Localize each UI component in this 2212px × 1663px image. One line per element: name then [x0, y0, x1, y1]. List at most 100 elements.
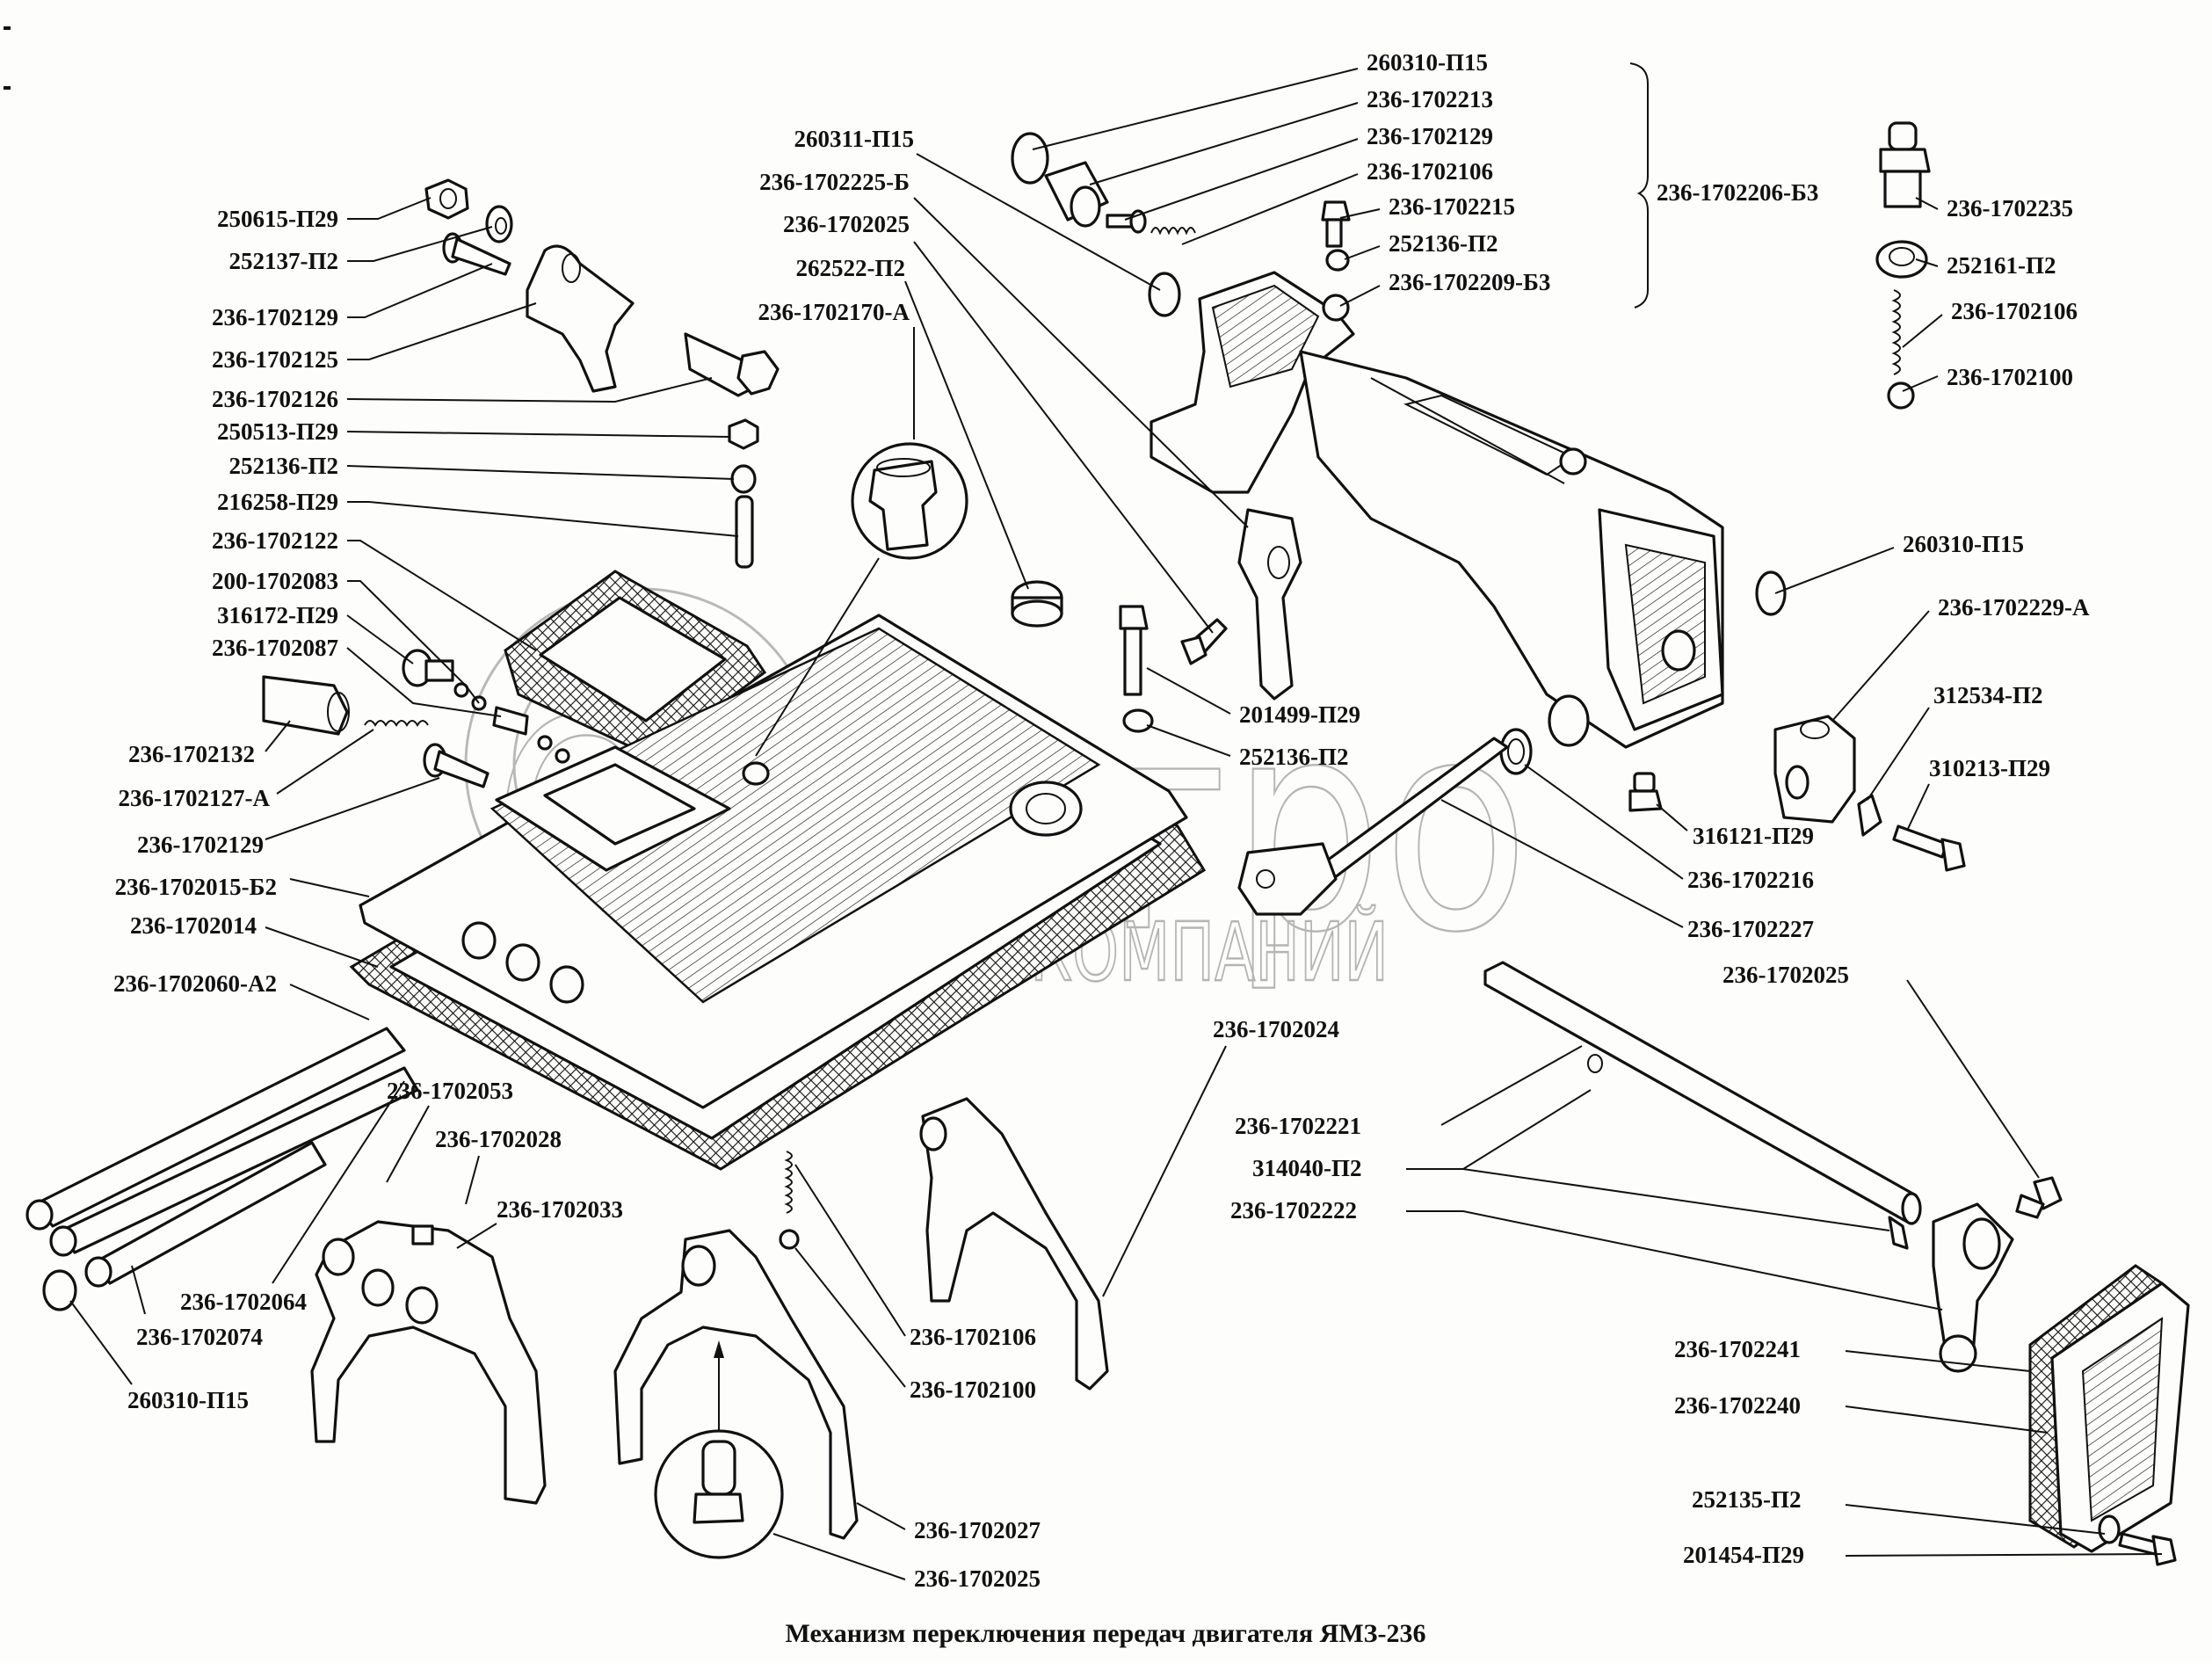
leader-line	[346, 465, 735, 480]
spring-236-1702127	[364, 720, 429, 727]
leader-line	[131, 1265, 146, 1315]
part-label-236-1702064: 236-1702064	[180, 1289, 307, 1315]
leader-line	[347, 302, 537, 360]
leader-line	[347, 197, 432, 220]
leader-line	[265, 777, 440, 840]
leader-lines	[69, 68, 2163, 1580]
ball-236-1702100-right	[1887, 381, 1915, 410]
rods	[25, 1027, 419, 1288]
bolt-201499	[1119, 605, 1149, 696]
part-label-252136-п2: 252136-П2	[229, 453, 339, 479]
leader-line	[1656, 803, 1688, 832]
leader-line	[1845, 1350, 2031, 1372]
fork-236-1702024	[919, 1097, 1109, 1391]
part-label-236-1702216: 236-1702216	[1687, 867, 1814, 893]
part-label-236-1702209-б3: 236-1702209-Б3	[1389, 269, 1550, 295]
leader-line	[1845, 1405, 2049, 1434]
leader-line	[1339, 285, 1381, 307]
nut-250615	[424, 178, 469, 220]
spring-236-1702106-top	[1150, 227, 1196, 236]
leader-line	[69, 1300, 133, 1385]
leader-line	[1845, 1553, 2163, 1557]
sleeve-236-1702213	[1044, 161, 1109, 228]
leader-line	[1906, 783, 1930, 832]
part-label-260310-п15: 260310-П15	[127, 1387, 249, 1413]
leader-line	[1146, 724, 1231, 757]
leader-line	[1831, 610, 1930, 722]
leader-line	[856, 1502, 906, 1530]
part-label-262522-п2: 262522-П2	[796, 255, 906, 281]
leader-line	[346, 614, 414, 664]
leader-line	[1906, 979, 2040, 1179]
leader-line	[347, 540, 537, 651]
part-label-236-1702122: 236-1702122	[212, 527, 338, 554]
leader-line	[794, 1164, 906, 1337]
part-label-236-1702025: 236-1702025	[914, 1565, 1041, 1592]
plug-260311	[1148, 272, 1181, 317]
part-label-314040-п2: 314040-П2	[1252, 1155, 1362, 1181]
leader-line	[1344, 245, 1381, 260]
leader-line	[913, 241, 1214, 634]
housing-236-1702015	[359, 614, 1188, 1109]
assembly-bracket	[1629, 62, 1649, 309]
leader-line	[1032, 68, 1359, 150]
part-label-236-1702222: 236-1702222	[1230, 1197, 1357, 1224]
part-label-236-1702015-б2: 236-1702015-Б2	[115, 874, 277, 900]
leader-line	[794, 1247, 906, 1388]
leader-line	[347, 580, 480, 704]
leader-line	[347, 226, 493, 262]
pin-236-1702087	[492, 706, 529, 736]
leader-line	[1774, 547, 1895, 594]
leader-line	[465, 1155, 480, 1205]
part-label-201499-п29: 201499-П29	[1239, 701, 1360, 728]
leader-line	[1915, 197, 1939, 210]
part-label-236-1702053: 236-1702053	[387, 1078, 513, 1104]
part-label-236-1702132: 236-1702132	[128, 741, 255, 767]
washer-252136-top	[1325, 249, 1350, 272]
switch-236-1702235	[1879, 121, 1931, 208]
washer-252137	[485, 205, 513, 243]
part-label-236-1702241: 236-1702241	[1674, 1336, 1801, 1362]
bolt-236-1702126	[684, 332, 780, 397]
inset-plug-236-1702170	[755, 442, 968, 757]
margin-tick	[4, 86, 11, 90]
leader-line	[1406, 1089, 1592, 1170]
margin-tick	[4, 26, 11, 30]
plug-236-1702132	[262, 675, 350, 736]
part-label-236-1702060-а2: 236-1702060-А2	[113, 970, 277, 997]
lever-236-1702225	[1237, 508, 1302, 701]
grommet-262522	[1011, 580, 1063, 628]
seal-236-1702216	[1499, 728, 1533, 775]
part-label-236-1702106: 236-1702106	[1367, 158, 1493, 185]
leader-line	[904, 280, 1029, 590]
screw-236-1702225	[1180, 618, 1228, 665]
part-label-236-1702100: 236-1702100	[910, 1376, 1036, 1403]
part-label-216258-п29: 216258-П29	[217, 489, 338, 515]
pin-236-1702025-right	[2015, 1176, 2063, 1219]
part-label-236-1702127-а: 236-1702127-А	[119, 785, 271, 811]
part-label-310213-п29: 310213-П29	[1929, 755, 2050, 781]
leader-line	[265, 720, 291, 752]
nut-250513	[728, 418, 759, 450]
inset-bolt-236-1702025	[654, 1340, 784, 1559]
part-label-236-1702106: 236-1702106	[910, 1324, 1036, 1350]
part-label-260310-п15: 260310-П15	[1903, 531, 2024, 557]
part-label-236-1702025: 236-1702025	[783, 211, 910, 237]
washer-252136-left	[730, 464, 757, 494]
diagram-caption: Механизм переключения передач двигателя …	[786, 1619, 1426, 1648]
part-label-236-1702170-а: 236-1702170-А	[758, 299, 910, 325]
plug-316172	[402, 649, 454, 687]
part-label-236-1702213: 236-1702213	[1367, 86, 1493, 113]
leader-line	[1902, 375, 1939, 392]
leader-line	[347, 263, 493, 318]
part-label-236-1702129: 236-1702129	[212, 304, 338, 330]
cover-236-1702240	[2050, 1282, 2190, 1553]
part-label-252136-п2: 252136-П2	[1239, 744, 1349, 770]
leader-line	[1339, 208, 1381, 219]
shaft-236-1702221	[1483, 961, 1922, 1250]
lockwasher-312534	[1857, 794, 1882, 837]
part-label-236-1702126: 236-1702126	[212, 386, 338, 412]
assembly-label: 236-1702206-Б3	[1657, 179, 1818, 206]
leader-line	[456, 1223, 497, 1249]
part-label-236-1702240: 236-1702240	[1674, 1392, 1801, 1419]
